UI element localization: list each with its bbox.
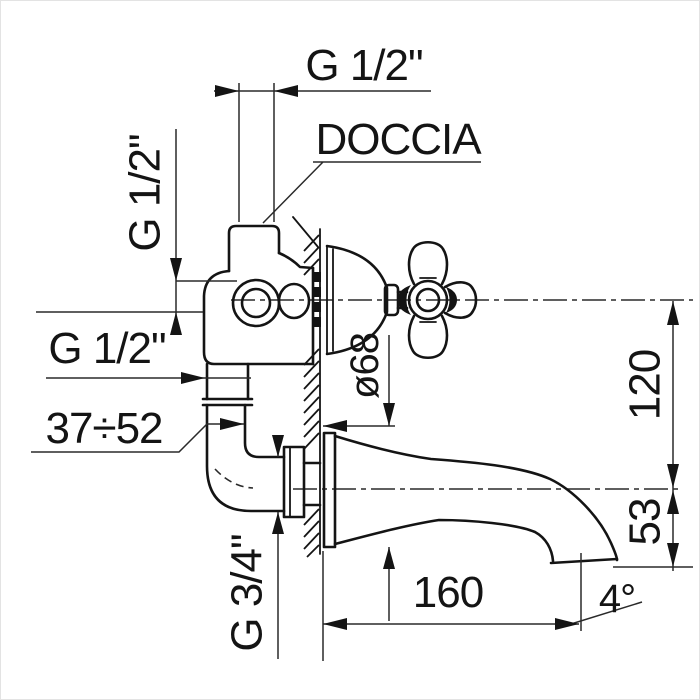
- handle-assembly: [325, 240, 478, 360]
- spout-top-contour: [333, 434, 619, 562]
- wall-hatching: [303, 234, 320, 558]
- handle-arm-detail-lines: [419, 277, 437, 323]
- handle-hub-inner: [415, 287, 441, 313]
- stub-flare: [277, 251, 315, 270]
- handle-arm-left-shadow: [398, 285, 411, 315]
- valve-seat-outer: [231, 278, 281, 328]
- elbow-inner: [243, 403, 286, 459]
- handle-arm-right: [443, 281, 478, 319]
- escutcheon-backplate: [326, 245, 334, 355]
- side-thread-dimension: [36, 129, 237, 334]
- handle-right-shadow: [446, 287, 457, 313]
- elbow-hidden-arc: [214, 468, 254, 489]
- side-thread-label: G 1/2": [121, 134, 170, 251]
- spout-escutcheon-flange: [322, 431, 337, 549]
- handle-hub-outer: [407, 279, 449, 321]
- height-dimensions: [613, 301, 693, 571]
- labels: G 1/2" DOCCIA G 1/2" G 1/2" 37÷52 G 3/4"…: [45, 41, 669, 652]
- dimensions: [31, 83, 693, 661]
- through-wall-pipe: [302, 461, 322, 507]
- valve-seat-inner: [240, 287, 272, 319]
- axis-height-label: 120: [621, 350, 670, 420]
- wall-section: [303, 228, 321, 558]
- reach-dimension: [322, 551, 643, 661]
- wall-depth-label: 37÷52: [45, 404, 162, 453]
- spout-reach-label: 160: [413, 568, 483, 617]
- escutcheon-diameter-label: ø68: [343, 333, 387, 399]
- spout-angle-label: 4°: [599, 577, 635, 621]
- hidden-edge: [292, 216, 319, 248]
- doccia-leader: [262, 161, 481, 224]
- shower-outlet-stub: [227, 224, 281, 273]
- top-thread-label: G 1/2": [305, 41, 422, 90]
- valve-body: [201, 216, 322, 519]
- top-thread-dimension: [214, 83, 431, 222]
- centerlines: [231, 299, 693, 490]
- side-port-boss: [277, 282, 311, 320]
- inlet-thread-label: G 1/2": [48, 324, 165, 373]
- neck: [205, 362, 250, 401]
- handle-arm-bottom: [407, 314, 449, 360]
- elbow-outer: [205, 403, 286, 513]
- valve-escutcheon-bell: [325, 244, 389, 356]
- body-left-outline: [202, 269, 315, 366]
- handle-arm-top: [407, 240, 449, 286]
- spout-bottom-contour: [333, 518, 555, 563]
- spout-nut: [282, 445, 306, 519]
- spout-outlet-face: [549, 557, 619, 565]
- shower-outlet-label: DOCCIA: [315, 115, 482, 164]
- spout-drop-label: 53: [621, 499, 670, 546]
- spout-thread-label: G 3/4": [223, 534, 272, 651]
- spout: [322, 431, 619, 565]
